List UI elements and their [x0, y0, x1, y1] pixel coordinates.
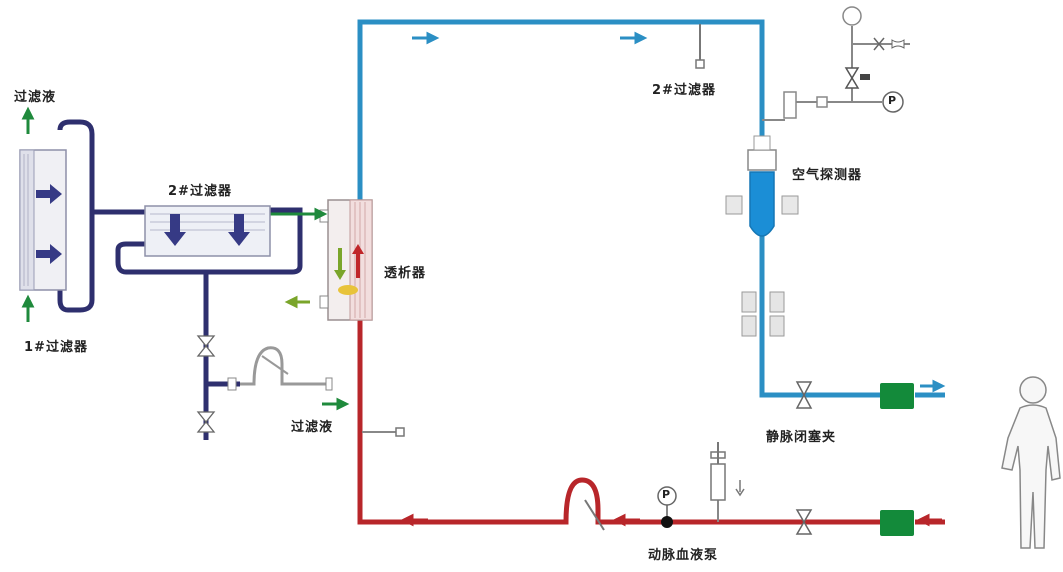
venous-tube-clamps [741, 291, 785, 337]
dialysate-down-arrow-icon [334, 248, 346, 280]
arterial-sample-port [362, 427, 405, 437]
label-filtrate-bottom: 过滤液 [291, 420, 334, 435]
filter-out-arrow-icon [300, 207, 328, 221]
label-filter-2-top: 2#过滤器 [652, 83, 716, 98]
arterial-flow-arrows [400, 513, 942, 527]
venous-return-line [759, 236, 880, 398]
pressure-gauge-arterial-label: P [662, 488, 671, 501]
arterial-pressure-gauge [657, 486, 677, 528]
dialyzer [319, 199, 373, 321]
filter-2 [144, 205, 271, 257]
label-air-detector: 空气探测器 [792, 168, 863, 183]
pressure-gauge-venous-label: P [888, 94, 897, 107]
filter-1 [19, 149, 67, 291]
flow-arrow-icon [916, 513, 942, 527]
venous-blood-line [357, 19, 765, 208]
filtrate-bottom-arrow-icon [322, 397, 350, 411]
blood-up-arrow-icon [352, 244, 364, 278]
venous-flow-arrows [412, 31, 946, 393]
flow-arrow-icon [412, 31, 440, 45]
dialysate-line [57, 119, 303, 440]
filtrate-up-arrow-icon [21, 106, 35, 134]
label-arterial-pump: 动脉血液泵 [648, 548, 719, 563]
filter-1-inlet-arrow-icon [21, 294, 35, 322]
flow-arrow-icon [400, 513, 428, 527]
dialyzer-membrane-icon [338, 285, 358, 295]
filter-2-arrow-icon [228, 214, 250, 246]
air-detector [725, 135, 799, 237]
filter-1-arrow-icon [36, 184, 62, 204]
venous-pressure-assembly [762, 6, 910, 121]
filter-1-arrow-icon [36, 244, 62, 264]
arterial-blood-line [357, 312, 880, 525]
label-filter-1: 1#过滤器 [24, 340, 88, 355]
filter-2-arrow-icon [164, 214, 186, 246]
heparin-syringe [710, 442, 745, 522]
flow-arrow-icon [620, 31, 648, 45]
arterial-clamp-icon [795, 509, 813, 535]
arterial-connector [880, 510, 914, 536]
pump-roller [584, 499, 605, 531]
flow-arrow-icon [920, 379, 946, 393]
patient-figure-icon [1001, 376, 1061, 549]
filtrate-out-arrow-icon [284, 295, 310, 309]
venous-clamp-icon [795, 381, 813, 409]
drain-assembly [196, 335, 333, 433]
filter-2-port-top [695, 24, 705, 69]
venous-connector [880, 383, 914, 409]
label-dialyzer: 透析器 [384, 266, 427, 281]
label-venous-clamp: 静脉闭塞夹 [766, 430, 837, 445]
label-filtrate-top: 过滤液 [14, 90, 57, 105]
label-filter-2-left: 2#过滤器 [168, 184, 232, 199]
flow-arrow-icon [612, 513, 640, 527]
